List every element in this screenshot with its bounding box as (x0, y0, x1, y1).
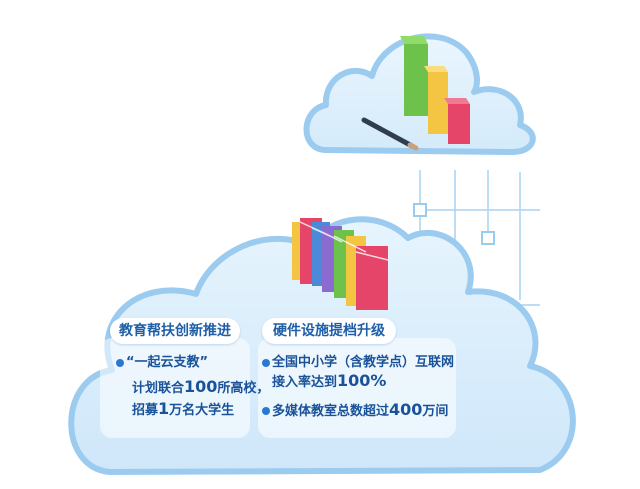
left-info-panel (100, 338, 250, 438)
left-item-line2-pre: 招募 (132, 403, 159, 418)
bar-chart-illustration (400, 36, 470, 144)
left-item-line2: 招募1万名大学生 (132, 399, 234, 420)
left-item-line1: 计划联合100所高校， (132, 377, 269, 398)
left-item-title: “一起云支教” (126, 355, 209, 370)
books-illustration (292, 218, 389, 310)
right-info-panel (258, 338, 456, 438)
right-item2: 多媒体教室总数超过400万间 (272, 400, 448, 421)
pen-illustration (361, 117, 419, 151)
right-panel-heading: 硬件设施提档升级 (262, 318, 396, 344)
right-item2-post: 万间 (422, 404, 449, 419)
right-item2-num: 400 (389, 400, 423, 419)
left-item-line1-pre: 计划联合 (132, 381, 185, 396)
left-item-line1-post: 所高校， (217, 381, 270, 396)
right-item1-line2-num: 100% (337, 371, 387, 390)
right-item1-line1: 全国中小学（含教学点）互联网 (272, 355, 455, 370)
right-item1-line2-pre: 接入率达到 (272, 375, 338, 390)
left-item-line1-num: 100 (184, 377, 218, 396)
left-panel-heading: 教育帮扶创新推进 (110, 318, 240, 344)
bullet-dot (262, 407, 270, 415)
right-item1-line2: 接入率达到100% (272, 371, 386, 392)
right-item2-pre: 多媒体教室总数超过 (272, 404, 390, 419)
left-item-line2-num: 1 (158, 399, 170, 418)
bullet-dot (262, 359, 270, 367)
left-item-line2-post: 万名大学生 (169, 403, 235, 418)
bullet-dot (116, 359, 124, 367)
